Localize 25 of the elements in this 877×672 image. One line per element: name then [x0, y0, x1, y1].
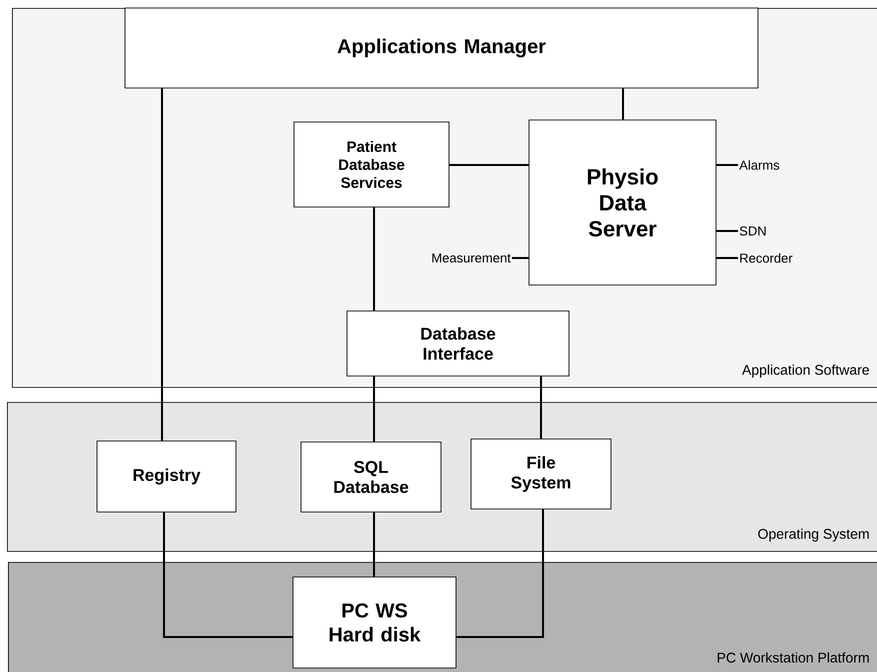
connector-line: [373, 512, 375, 577]
connector-line: [716, 257, 738, 259]
connector-line: [161, 88, 163, 441]
component-box: Applications Manager: [124, 8, 758, 88]
connector-line: [540, 376, 542, 439]
component-box: Physio Data Server: [528, 120, 716, 286]
connector-line: [622, 88, 624, 120]
connector-line: [456, 509, 544, 638]
connector-line: [449, 164, 529, 166]
connector-line: [373, 376, 375, 442]
connector-line: [163, 512, 293, 638]
component-box: SQL Database: [300, 442, 442, 512]
port-label: Measurement: [432, 253, 511, 263]
component-box: Database Interface: [346, 310, 570, 376]
component-box: File System: [470, 438, 612, 510]
port-label: SDN: [740, 226, 766, 236]
component-box: Patient Database Services: [294, 122, 450, 208]
port-label: Alarms: [739, 160, 780, 170]
component-box: Registry: [96, 440, 236, 512]
connector-line: [512, 257, 529, 259]
connector-line: [373, 207, 375, 311]
connector-line: [716, 164, 738, 166]
port-label: Recorder: [740, 253, 792, 263]
connector-line: [716, 230, 738, 232]
component-box: PC WS Hard disk: [292, 576, 456, 668]
